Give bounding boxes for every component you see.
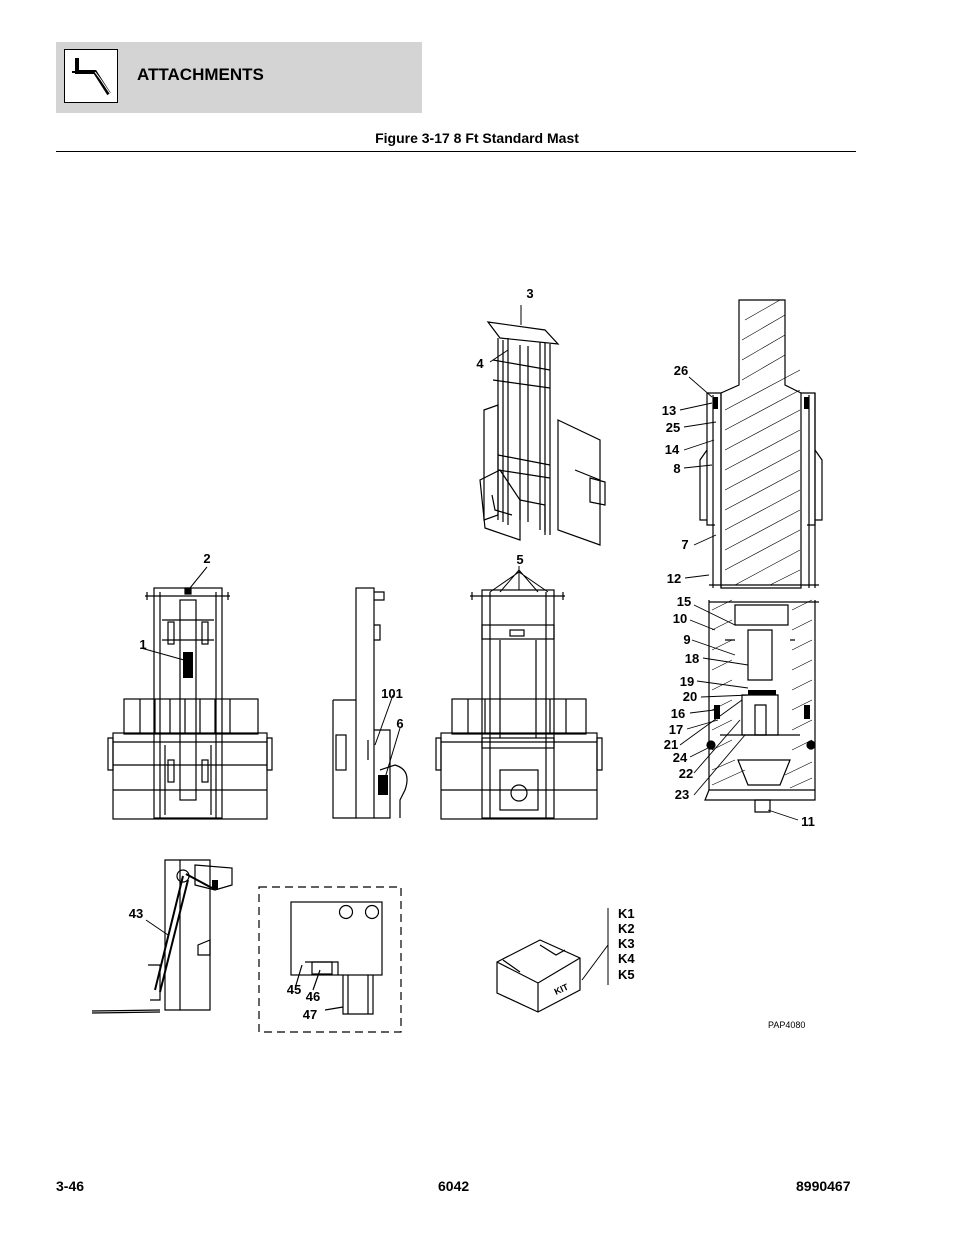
kit-box-label: KIT (553, 981, 571, 996)
callout-8: 8 (673, 461, 680, 476)
callout-23: 23 (675, 787, 689, 802)
front-view-drawing (107, 587, 273, 820)
callout-20: 20 (683, 689, 697, 704)
callout-16: 16 (671, 706, 685, 721)
attachment-fork-icon (64, 49, 118, 103)
title-rule (56, 151, 856, 152)
kit-box-drawing (496, 939, 581, 1013)
callout-7: 7 (681, 537, 688, 552)
manifold-detail-drawing (258, 886, 402, 1033)
header-band: ATTACHMENTS (56, 42, 422, 113)
footer-part-number: 8990467 (796, 1178, 851, 1194)
callout-21: 21 (664, 737, 678, 752)
cylinder-leaders (679, 376, 799, 821)
callout-19: 19 (680, 674, 694, 689)
chain-detail-drawing (91, 859, 233, 1014)
callout-22: 22 (679, 766, 693, 781)
callout-12: 12 (667, 571, 681, 586)
figure-reference: PAP4080 (768, 1020, 805, 1030)
cylinder-hatch (711, 299, 813, 789)
callout-18: 18 (685, 651, 699, 666)
callout-k3: K3 (618, 936, 635, 951)
callout-4: 4 (476, 356, 484, 371)
callout-2: 2 (203, 551, 210, 566)
callout-25: 25 (666, 420, 680, 435)
footer-page-number: 3-46 (56, 1178, 85, 1194)
callout-1: 1 (139, 637, 146, 652)
callout-9: 9 (683, 632, 690, 647)
rear-view-drawing (435, 589, 603, 820)
callout-24: 24 (673, 750, 688, 765)
callout-k5: K5 (618, 967, 635, 982)
callout-43: 43 (129, 906, 143, 921)
callout-17: 17 (669, 722, 683, 737)
callout-k4: K4 (618, 951, 635, 966)
callout-10: 10 (673, 611, 687, 626)
callout-14: 14 (665, 442, 680, 457)
callout-47: 47 (303, 1007, 317, 1022)
callout-46: 46 (306, 989, 320, 1004)
callout-11: 11 (801, 814, 815, 829)
callout-15: 15 (677, 594, 691, 609)
callout-6: 6 (396, 716, 403, 731)
figure-title: Figure 3-17 8 Ft Standard Mast (375, 130, 579, 146)
side-view-drawing (332, 587, 408, 819)
callout-k1: K1 (618, 906, 635, 921)
callout-13: 13 (662, 403, 676, 418)
cylinder-section-drawing (699, 299, 823, 813)
callout-3: 3 (526, 286, 533, 301)
callout-5: 5 (516, 552, 523, 567)
section-title: ATTACHMENTS (137, 65, 264, 84)
callout-101: 101 (381, 686, 403, 701)
footer-model: 6042 (438, 1178, 470, 1194)
isometric-mast-drawing (479, 321, 606, 546)
callout-45: 45 (287, 982, 301, 997)
callout-26: 26 (674, 363, 688, 378)
callout-labels: 3 4 26 13 25 14 8 7 12 15 10 9 18 19 20 … (129, 286, 815, 1030)
callout-k2: K2 (618, 921, 635, 936)
